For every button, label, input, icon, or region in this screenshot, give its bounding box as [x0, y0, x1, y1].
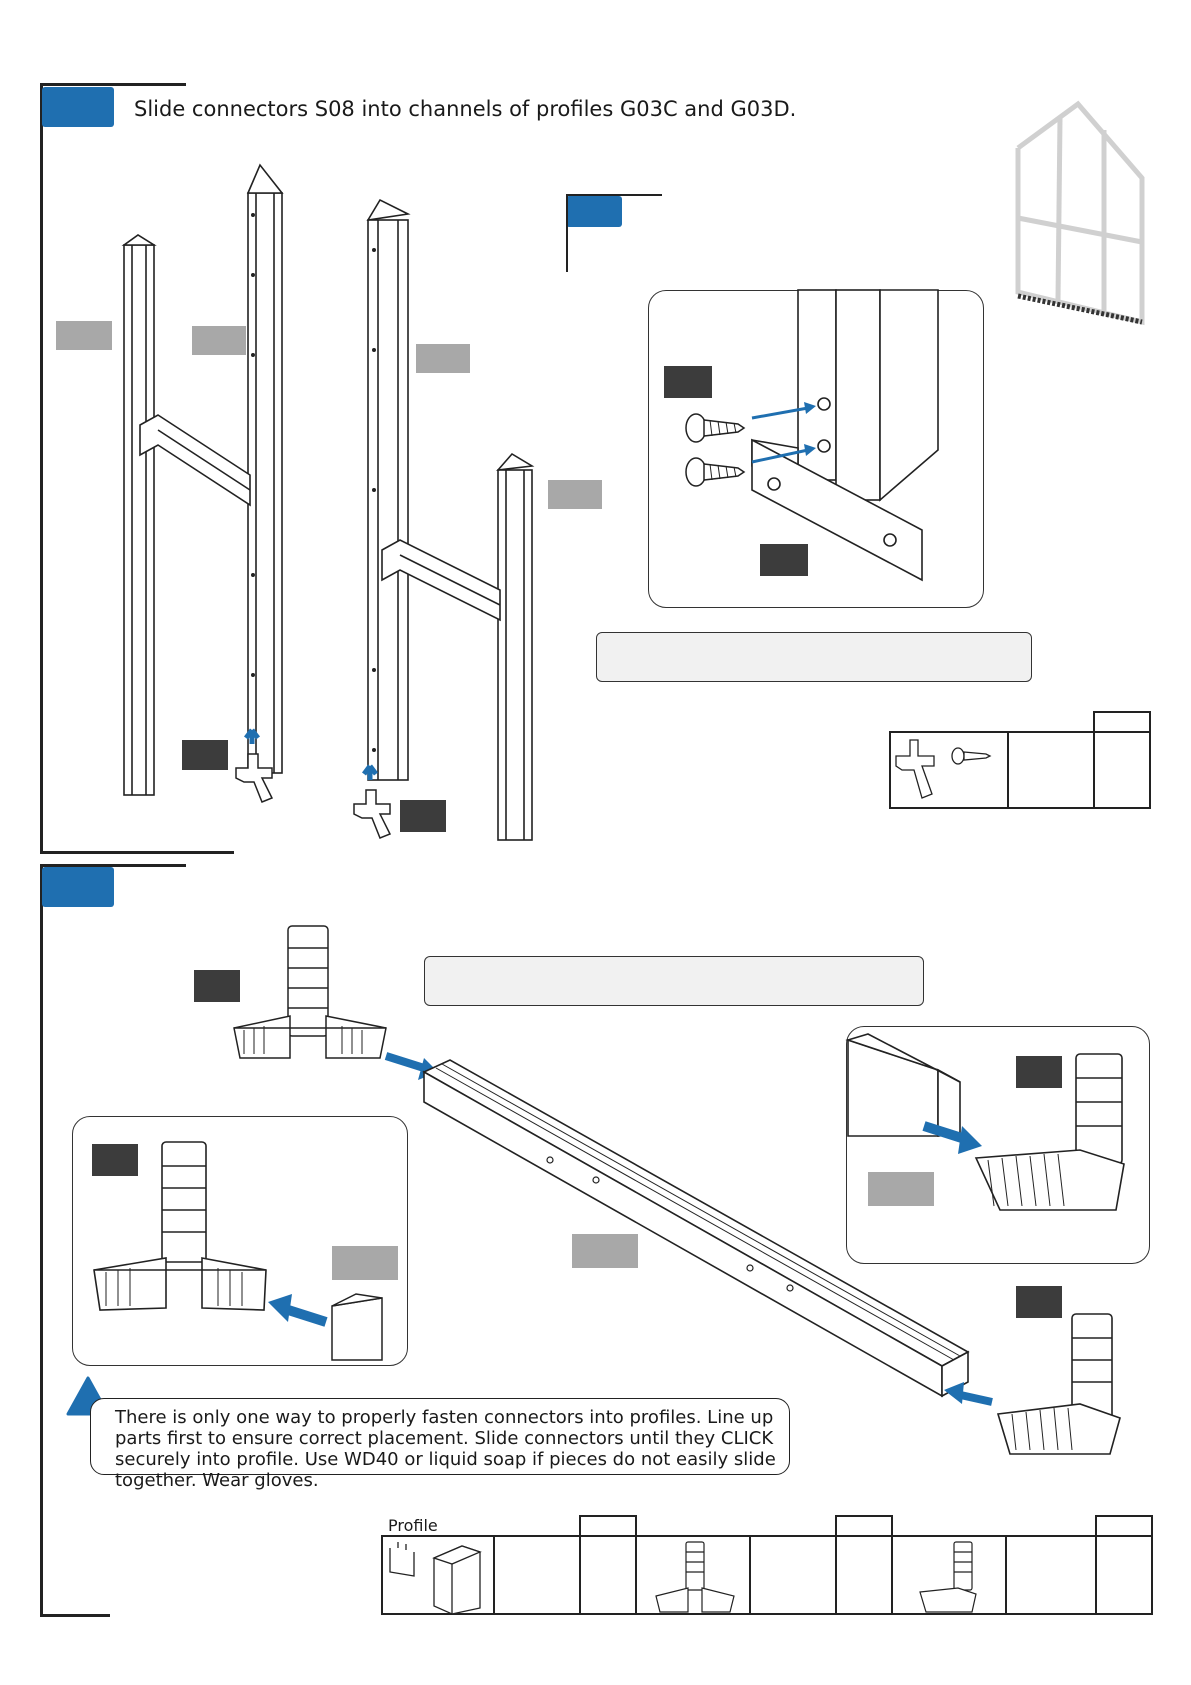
- connector-s08-left: [235, 728, 274, 803]
- step1-frame-top: [40, 83, 186, 86]
- step1-badge: [42, 87, 114, 127]
- step2-frame-bottom: [40, 1614, 110, 1617]
- part-tag-right-detail: [1016, 1056, 1062, 1088]
- part-tag-corner-bottom: [1016, 1286, 1062, 1318]
- step1-parts-table: [889, 711, 1151, 809]
- step2-parts-table: [381, 1515, 1153, 1615]
- screw-detail-drawing: [685, 289, 939, 582]
- step2-note-box: [424, 956, 924, 1006]
- step1-frame-left: [40, 84, 43, 854]
- part-tag-s08-right: [400, 800, 446, 832]
- step1-instruction: Slide connectors S08 into channels of pr…: [134, 97, 797, 121]
- part-tag-profile-g03d: [416, 344, 470, 373]
- part-tag-left-profile: [332, 1246, 398, 1280]
- part-tag-left-post: [56, 321, 112, 350]
- warning-box: There is only one way to properly fasten…: [90, 1398, 790, 1491]
- part-tag-t-connector-top: [194, 970, 240, 1002]
- part-tag-profile-g03c: [192, 326, 246, 355]
- parts-table-header: Profile: [388, 1516, 438, 1535]
- substep-line-left: [566, 196, 568, 272]
- t-connector-detail: [93, 1141, 383, 1361]
- step2-frame-left: [40, 866, 43, 1616]
- part-tag-right-profile: [868, 1172, 934, 1206]
- substep-line-top: [566, 194, 662, 196]
- step1-note-box: [596, 632, 1032, 682]
- part-tag-s08-left: [182, 740, 228, 770]
- part-tag-bracket: [760, 544, 808, 576]
- profile-beam: [422, 1059, 970, 1398]
- profile-assembly-right: [366, 198, 535, 841]
- corner-connector-detail: [845, 1033, 1125, 1211]
- connector-s08-right: [353, 764, 392, 839]
- screw-icon: [685, 413, 746, 487]
- part-tag-left-detail: [92, 1144, 138, 1176]
- step2-badge: [42, 867, 114, 907]
- corner-connector-bottom: [944, 1313, 1121, 1455]
- arrow-icon: [384, 1052, 438, 1080]
- step1-frame-bottom: [40, 851, 234, 854]
- greenhouse-outline-icon: [1015, 100, 1145, 326]
- part-tag-screw: [664, 366, 712, 398]
- profile-assembly-left: [121, 163, 284, 796]
- substep-badge: [566, 196, 622, 227]
- part-tag-beam: [572, 1234, 638, 1268]
- t-connector-top: [233, 925, 387, 1059]
- step2-frame-top: [40, 864, 186, 867]
- part-tag-right-post: [548, 480, 602, 509]
